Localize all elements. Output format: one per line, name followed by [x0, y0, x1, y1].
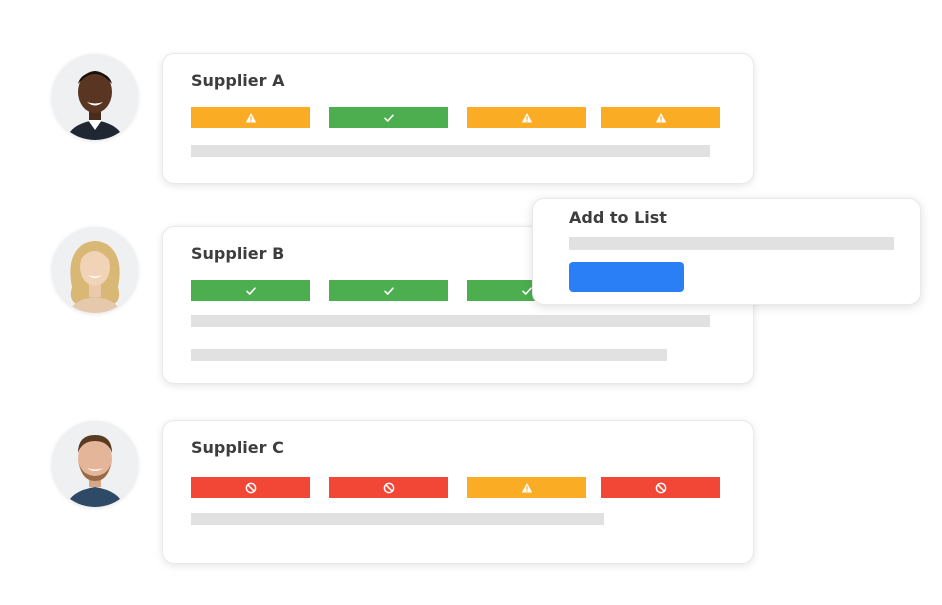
warning-icon	[655, 112, 667, 124]
status-bar[interactable]	[329, 107, 448, 128]
blocked-icon	[655, 482, 667, 494]
status-bar[interactable]	[601, 477, 720, 498]
warning-icon	[521, 112, 533, 124]
status-bar[interactable]	[329, 280, 448, 301]
status-bar[interactable]	[191, 477, 310, 498]
placeholder-line	[569, 237, 894, 250]
status-bar[interactable]	[191, 280, 310, 301]
warning-icon	[245, 112, 257, 124]
placeholder-line	[191, 349, 667, 361]
popup-title: Add to List	[569, 208, 667, 227]
add-to-list-button[interactable]	[569, 262, 684, 292]
warning-icon	[521, 482, 533, 494]
placeholder-line	[191, 315, 710, 327]
placeholder-line	[191, 145, 710, 157]
supplier-b-name: Supplier B	[191, 244, 285, 263]
status-bar[interactable]	[191, 107, 310, 128]
check-icon	[383, 112, 395, 124]
supplier-c-status-row	[191, 477, 721, 498]
supplier-a-avatar	[52, 54, 138, 140]
status-bar[interactable]	[467, 107, 586, 128]
status-bar[interactable]	[467, 477, 586, 498]
add-to-list-popup: Add to List	[532, 198, 921, 305]
check-icon	[245, 285, 257, 297]
supplier-a-status-row	[191, 107, 721, 128]
status-bar[interactable]	[329, 477, 448, 498]
check-icon	[521, 285, 533, 297]
check-icon	[383, 285, 395, 297]
supplier-c-name: Supplier C	[191, 438, 284, 457]
placeholder-line	[191, 513, 604, 525]
supplier-a-name: Supplier A	[191, 71, 285, 90]
supplier-b-avatar	[52, 227, 138, 313]
supplier-a-card[interactable]: Supplier A	[162, 53, 754, 184]
blocked-icon	[383, 482, 395, 494]
blocked-icon	[245, 482, 257, 494]
supplier-c-avatar	[52, 421, 138, 507]
status-bar[interactable]	[601, 107, 720, 128]
supplier-c-card[interactable]: Supplier C	[162, 420, 754, 564]
